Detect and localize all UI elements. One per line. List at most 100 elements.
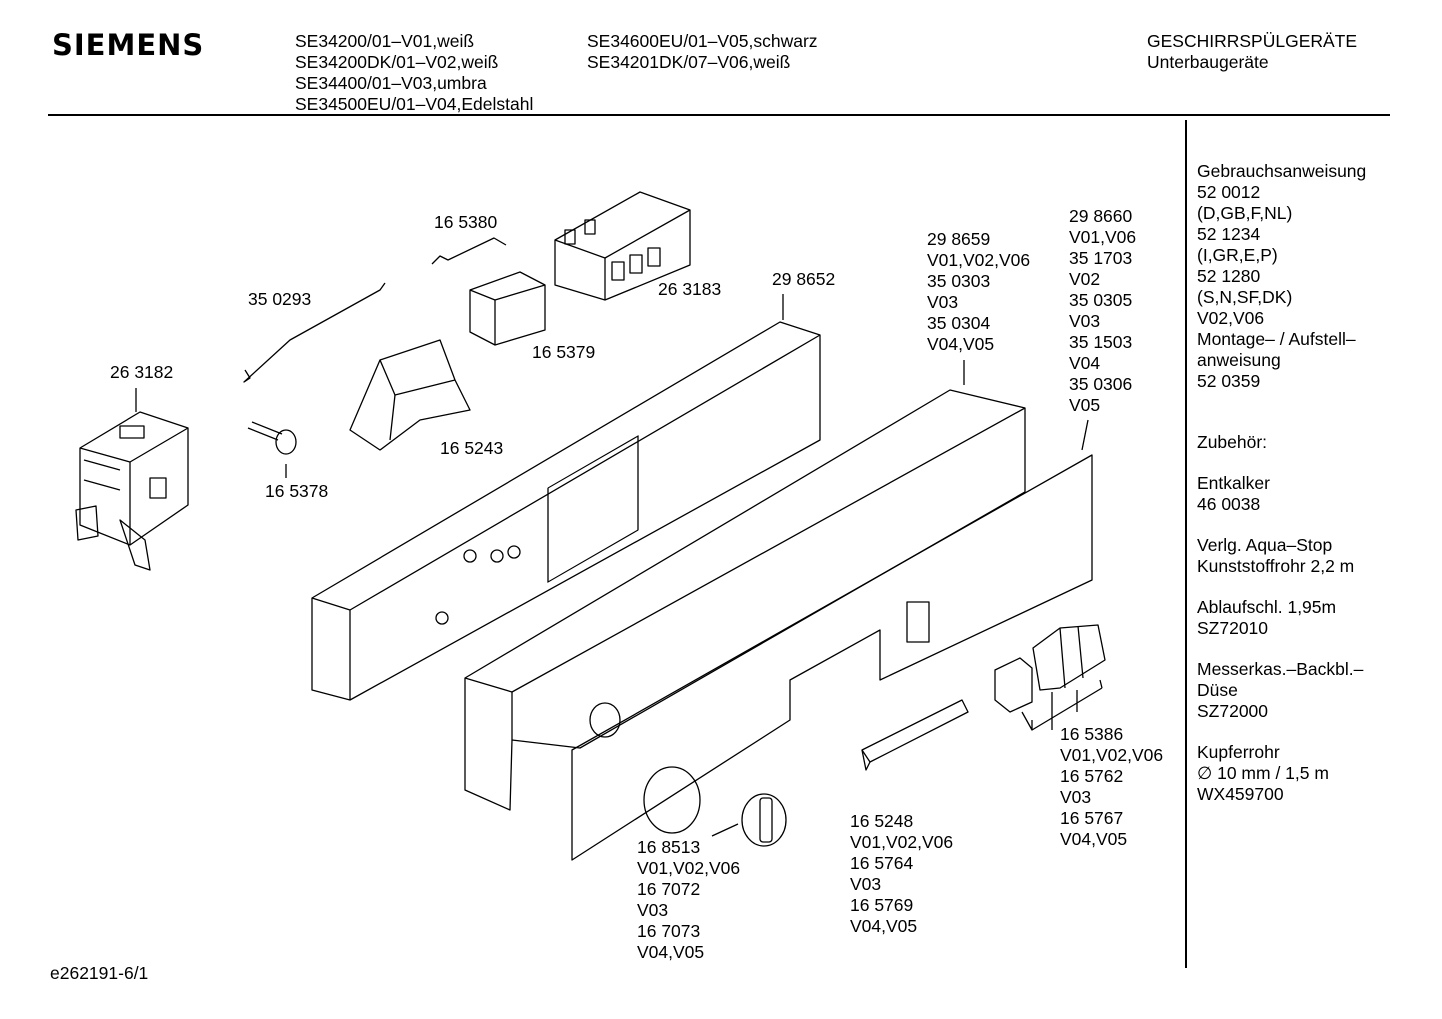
sidebar-line: ∅ 10 mm / 1,5 m: [1197, 763, 1329, 783]
sidebar-line: Verlg. Aqua–Stop: [1197, 535, 1333, 555]
spacer: [1197, 515, 1366, 535]
leader-line: [1081, 419, 1089, 451]
part-label: 16 5386: [1060, 724, 1124, 744]
part-label: 16 5764: [850, 853, 914, 873]
wire-part: [243, 282, 386, 383]
spacer: [1197, 412, 1366, 432]
cover-strip-part: [861, 699, 969, 771]
sidebar-line: 52 0359: [1197, 371, 1261, 391]
sidebar-line: SZ72000: [1197, 701, 1269, 721]
part-label: V01,V02,V06: [850, 832, 954, 852]
model-list-1: SE34200/01–V01,weiß SE34200DK/01–V02,wei…: [295, 31, 533, 115]
document-id: e262191-6/1: [50, 963, 149, 983]
sidebar-line: (S,N,SF,DK): [1197, 287, 1293, 307]
part-label: V04: [1069, 353, 1101, 373]
sidebar-line: Ablaufschl. 1,95m: [1197, 597, 1337, 617]
buttons-part: [994, 624, 1106, 713]
sidebar-line: Entkalker: [1197, 473, 1270, 493]
sidebar-line: Zubehör:: [1197, 432, 1268, 452]
sidebar-line: Kunststoffrohr 2,2 m: [1197, 556, 1355, 576]
header-divider: [48, 114, 1390, 116]
part-label: 35 0306: [1069, 374, 1133, 394]
part-label: V04,V05: [927, 334, 995, 354]
panel-frame-part: [311, 321, 821, 701]
sidebar-line: Kupferrohr: [1197, 742, 1280, 762]
sidebar-line: (I,GR,E,P): [1197, 245, 1278, 265]
part-label: 16 8513: [637, 837, 701, 857]
model-list-2: SE34600EU/01–V05,schwarz SE34201DK/07–V0…: [587, 31, 818, 73]
sidebar-line: (D,GB,F,NL): [1197, 203, 1293, 223]
bracket-part: [469, 271, 546, 346]
sidebar-line: Montage– / Aufstell–: [1197, 329, 1356, 349]
sidebar-line: Messerkas.–Backbl.–: [1197, 659, 1364, 679]
part-label: 16 5379: [532, 342, 596, 362]
part-label: V04,V05: [850, 916, 918, 936]
part-label: V05: [1069, 395, 1101, 415]
part-label: 35 1503: [1069, 332, 1133, 352]
model-line: SE34600EU/01–V05,schwarz: [587, 31, 818, 51]
part-label: 35 0304: [927, 313, 991, 333]
part-label: 35 0293: [248, 289, 312, 309]
knob-part: [741, 793, 787, 847]
spacer: [1197, 577, 1366, 597]
part-label: 29 8652: [772, 269, 836, 289]
sidebar-line: SZ72010: [1197, 618, 1269, 638]
part-label: 29 8659: [927, 229, 991, 249]
part-label: V03: [637, 900, 669, 920]
part-label-group: 16 8513 V01,V02,V06 16 7072 V03 16 7073 …: [637, 837, 740, 963]
switch-block-part: [554, 191, 691, 301]
part-label: 16 5380: [434, 212, 498, 232]
leader-line: [711, 823, 739, 837]
sidebar-line: 52 1234: [1197, 224, 1261, 244]
part-label: V01,V02,V06: [637, 858, 741, 878]
spacer: [1197, 722, 1366, 742]
part-label-group: 16 5248 V01,V02,V06 16 5764 V03 16 5769 …: [850, 811, 953, 937]
part-label: 16 7072: [637, 879, 701, 899]
part-label: V04,V05: [1060, 829, 1128, 849]
model-line: SE34201DK/07–V06,weiß: [587, 52, 791, 72]
part-label: V03: [1060, 787, 1092, 807]
spacer: [1197, 453, 1366, 473]
sidebar-line: V02,V06: [1197, 308, 1265, 328]
sidebar-divider: [1185, 120, 1187, 968]
part-label: 16 5378: [265, 481, 329, 501]
sidebar-line: Düse: [1197, 680, 1238, 700]
model-line: SE34500EU/01–V04,Edelstahl: [295, 94, 534, 114]
sidebar-line: Gebrauchsanweisung: [1197, 161, 1367, 181]
part-label: 29 8660: [1069, 206, 1133, 226]
part-label: V01,V02,V06: [1060, 745, 1164, 765]
model-line: SE34400/01–V03,umbra: [295, 73, 487, 93]
part-label: V03: [927, 292, 959, 312]
sidebar-info: Gebrauchsanweisung 52 0012 (D,GB,F,NL) 5…: [1197, 161, 1366, 805]
part-label-group: 29 8660 V01,V06 35 1703 V02 35 0305 V03 …: [1069, 206, 1136, 416]
front-panel-part: [571, 454, 1093, 861]
part-label: V01,V02,V06: [927, 250, 1031, 270]
part-label: 16 7073: [637, 921, 701, 941]
holder-part: [349, 339, 471, 451]
part-label: 16 5762: [1060, 766, 1124, 786]
part-label: 16 5769: [850, 895, 914, 915]
control-module-part: [75, 411, 189, 571]
lamp-part: [247, 421, 297, 455]
leader-line: [1021, 679, 1103, 731]
spring-part: [431, 237, 507, 265]
exploded-view-drawing: [75, 191, 1106, 861]
part-label: V03: [850, 874, 882, 894]
part-label: V01,V06: [1069, 227, 1137, 247]
sidebar-line: WX459700: [1197, 784, 1284, 804]
part-label: 26 3183: [658, 279, 722, 299]
part-label: 16 5248: [850, 811, 914, 831]
category-block: GESCHIRRSPÜLGERÄTE Unterbaugeräte: [1147, 31, 1357, 73]
part-label-group: 29 8659 V01,V02,V06 35 0303 V03 35 0304 …: [927, 229, 1030, 355]
part-label: 26 3182: [110, 362, 174, 382]
category-subtitle: Unterbaugeräte: [1147, 52, 1269, 72]
control-panel-part: [464, 389, 1026, 811]
part-label: 35 0305: [1069, 290, 1133, 310]
siemens-logo: SIEMENS: [52, 28, 205, 62]
sidebar-line: 52 0012: [1197, 182, 1261, 202]
sidebar-line: anweisung: [1197, 350, 1281, 370]
category-title: GESCHIRRSPÜLGERÄTE: [1147, 31, 1358, 51]
part-label: V04,V05: [637, 942, 705, 962]
spacer: [1197, 639, 1366, 659]
model-line: SE34200DK/01–V02,weiß: [295, 52, 499, 72]
